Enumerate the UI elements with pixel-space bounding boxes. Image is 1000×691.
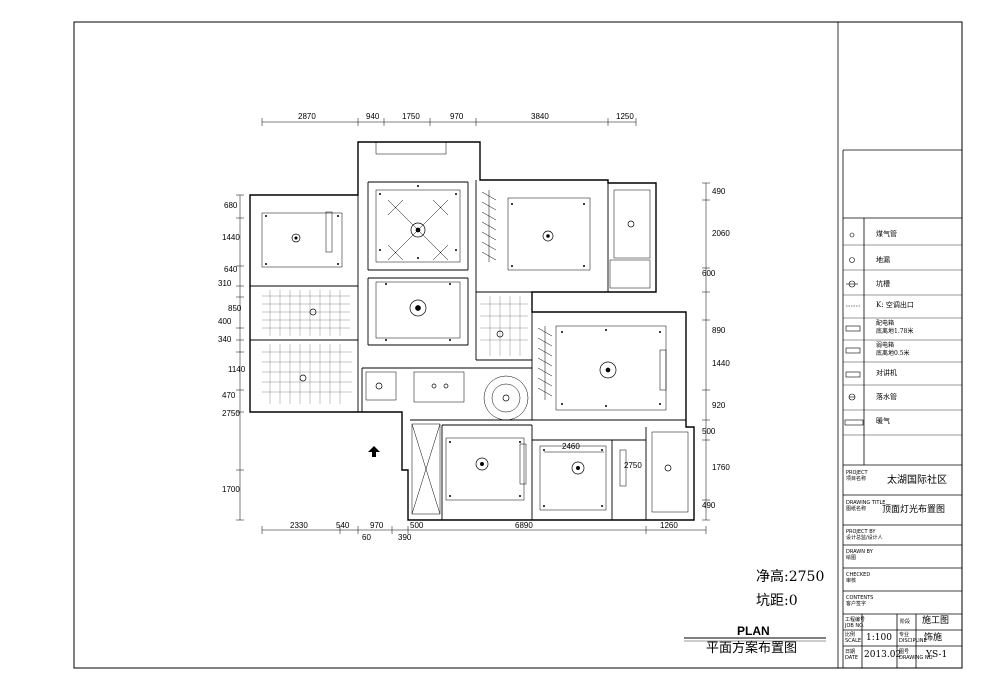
tb-spec-label: 专业 DISCIPLINE: [899, 632, 927, 644]
dim-bottom-inner: 2460: [562, 442, 580, 451]
dim-left-5: 850: [228, 304, 242, 313]
dim-right-3: 600: [702, 269, 716, 278]
legend-label-radiator: 暖气: [876, 417, 890, 425]
dimension-lines: [236, 118, 710, 534]
legend-label-gas: 煤气管: [876, 230, 897, 238]
dim-right-9: 490: [702, 501, 716, 510]
plan-title-cn: 平面方案布置图: [706, 641, 798, 656]
ceiling-height-note: 净高:2750: [756, 569, 825, 585]
title-block-frame: [837, 22, 962, 668]
ceiling-lamps: [291, 220, 672, 475]
dim-top-1: 2870: [298, 112, 316, 121]
dim-top-6: 1250: [616, 112, 634, 121]
tb-stage-label: 阶段: [900, 619, 911, 625]
dim-bottom-2: 540: [336, 521, 350, 530]
dim-bottom-6: 1260: [660, 521, 678, 530]
dim-right-4: 890: [712, 326, 726, 335]
dim-bottom-5: 6890: [515, 521, 533, 530]
tb-date: 2013.02: [864, 650, 902, 660]
weak-box-icon: [845, 347, 861, 354]
tb-drawn-label: DRAWN BY 绘图: [846, 549, 873, 561]
tb-scale: 1:100: [866, 633, 892, 643]
tb-drawing-no: YS-1: [926, 650, 948, 660]
dim-right-inner: 2750: [624, 461, 642, 470]
dim-left-9: 470: [222, 391, 236, 400]
dim-left-4: 310: [218, 279, 232, 288]
radiator-icon: [844, 419, 864, 426]
dim-bottom-small-1: 60: [362, 533, 371, 542]
dim-right-7: 500: [702, 427, 716, 436]
dim-left-8: 1140: [228, 365, 246, 374]
tb-drawing-no-label: 图号 DRAWING NO: [899, 649, 933, 661]
legend-label-drain: 地漏: [876, 256, 890, 264]
dim-right-8: 1760: [712, 463, 730, 472]
tb-scale-label: 比例 SCALE: [845, 632, 862, 644]
tb-drawing-label: DRAWING TITLE 图纸名称: [846, 500, 886, 512]
dim-left-11: 1700: [222, 485, 240, 494]
floor-plan: [249, 141, 695, 521]
plan-title-en: PLAN: [737, 624, 770, 638]
tb-client-label: PROJECT BY 设计总监/设计人: [846, 529, 883, 541]
tb-drawing: 顶面灯光布置图: [882, 505, 946, 515]
tile-grids: [262, 290, 528, 404]
dim-top-3: 1750: [402, 112, 420, 121]
tb-stage: 施工图: [922, 616, 950, 626]
wardrobe-marks: [325, 190, 667, 487]
dim-right-6: 920: [712, 401, 726, 410]
legend-icons: [844, 232, 864, 426]
legend-label-intercom: 对讲机: [876, 369, 897, 377]
drain-pipe-icon: [848, 393, 856, 401]
dim-bottom-3: 970: [370, 521, 384, 530]
interior-walls: [250, 180, 686, 520]
dim-right-1: 490: [712, 187, 726, 196]
legend-label-drainpipe: 落水管: [876, 393, 897, 401]
downlights: [265, 185, 661, 507]
dim-left-10: 2750: [222, 409, 240, 418]
dim-left-2: 1440: [222, 233, 240, 242]
dim-left-6: 400: [218, 317, 232, 326]
dim-bottom-1: 2330: [290, 521, 308, 530]
tb-contents-label: CONTENTS 客户签字: [846, 595, 874, 607]
tb-date-label: 日期 DATE: [845, 649, 859, 661]
pit-icon: [846, 280, 858, 288]
legend-label-pit: 坑槽: [876, 280, 890, 288]
dim-bottom-small-2: 390: [398, 533, 412, 542]
sheet-border: [73, 21, 963, 669]
power-box-icon: [845, 325, 861, 332]
dim-left-1: 680: [224, 201, 238, 210]
dim-right-5: 1440: [712, 359, 730, 368]
dim-left-7: 340: [218, 335, 232, 344]
tb-spec: 饰施: [924, 633, 943, 643]
dim-bottom-4: 500: [410, 521, 424, 530]
legend-label-ac: K: 空调出口: [876, 301, 914, 309]
entry-arrow-icon: [368, 446, 380, 457]
dim-left-3: 640: [224, 265, 238, 274]
floor-drain-icon: [849, 257, 855, 263]
tb-project: 太湖国际社区: [887, 475, 947, 486]
tb-check-label: CHECKED 审核: [846, 572, 871, 584]
dim-top-2: 940: [366, 112, 380, 121]
dim-top-4: 970: [450, 112, 464, 121]
legend-label-weak: 弱电箱 底离地0.5米: [876, 342, 910, 357]
pit-distance-note: 坑距:0: [756, 593, 798, 609]
legend-label-power: 配电箱 底离地1.78米: [876, 320, 914, 335]
gas-pipe-icon: [849, 232, 855, 238]
tb-jobno-label: 工程编号 JOB NO.: [845, 617, 866, 629]
tb-project-label: PROJECT 项目名称: [846, 470, 868, 482]
dim-right-2: 2060: [712, 229, 730, 238]
intercom-icon: [845, 371, 861, 378]
dim-top-5: 3840: [531, 112, 549, 121]
legend-separators: [843, 244, 962, 436]
